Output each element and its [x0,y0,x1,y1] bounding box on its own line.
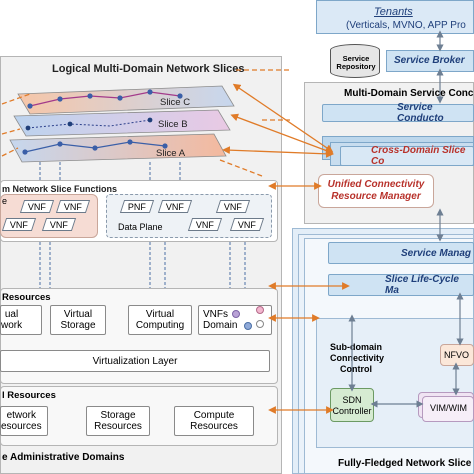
vertical-links [348,30,464,408]
slice-b-label: Slice B [158,119,188,130]
orange-dashes [219,69,290,177]
slice-c-nodes [27,89,183,109]
logical-slices-title: Logical Multi-Domain Network Slices [52,63,245,75]
layer-connectors [39,162,246,288]
service-conductor-bar: Service Conducto [322,102,474,124]
orange-links [222,83,350,414]
physical-resources-title: l Resources [2,390,56,401]
slice-a-label: Slice A [156,148,186,159]
slice-c-label: Slice C [160,97,191,108]
virtual-storage: Virtual Storage [50,305,106,335]
vim-box [422,396,474,422]
virtual-resources-title: Resources [2,292,51,303]
tenants-title: Tenants [374,6,413,18]
slice-b-path [27,119,151,129]
controller-title: Multi-Domain Service Conc [344,88,474,99]
slice-a-nodes [22,139,168,155]
service-broker-label: Service Broker [394,55,465,66]
cross-domain-bar: Cross-Domain Slice Co [340,145,474,167]
subdomain-panel [316,318,474,448]
slice-stack [1,85,235,163]
admin-domains-title: e Administrative Domains [2,452,125,463]
orchestrator-footer: Fully-Fledged Network Slice [338,458,472,469]
nfvo-label: NFVO [444,350,470,360]
vim-label: VIM/WIM [430,403,467,413]
vnfs-label: VNFs [203,309,228,320]
nsf-title: m Network Slice Functions [2,184,118,194]
network-resources: etwork esources [0,406,48,436]
storage-resources: Storage Resources [86,406,150,436]
virtual-network: ual work [0,305,42,335]
ucrm-box [318,174,434,208]
domain-dot-blue [244,322,252,330]
slice-b-nodes [25,117,153,131]
compute-resources: Compute Resources [174,406,254,436]
sdn-controller-label: SDN Controller [332,395,372,416]
nsf-left-partial-label: e [2,196,8,206]
tenants-box [316,0,474,34]
service-repository-icon [330,44,380,78]
slice-c-path [29,91,181,107]
virtual-computing: Virtual Computing [128,305,192,335]
slice-b-plane [13,109,231,137]
ucrm-label: Unified Connectivity Resource Manager [327,179,425,202]
service-repository-label: Service Repository [336,54,376,71]
data-plane-label: Data Plane [118,222,163,232]
virtualization-layer: Virtualization Layer [0,350,270,372]
vnf-dot-pink [256,306,264,314]
vnf-dot-purple [232,310,240,318]
subdomain-label: Sub-domain Connectivity Control [330,342,385,374]
domain-label: Domain [203,320,238,331]
tenants-subtitle: (Verticals, MVNO, APP Pro [346,20,466,31]
domain-dot-white [256,320,264,328]
